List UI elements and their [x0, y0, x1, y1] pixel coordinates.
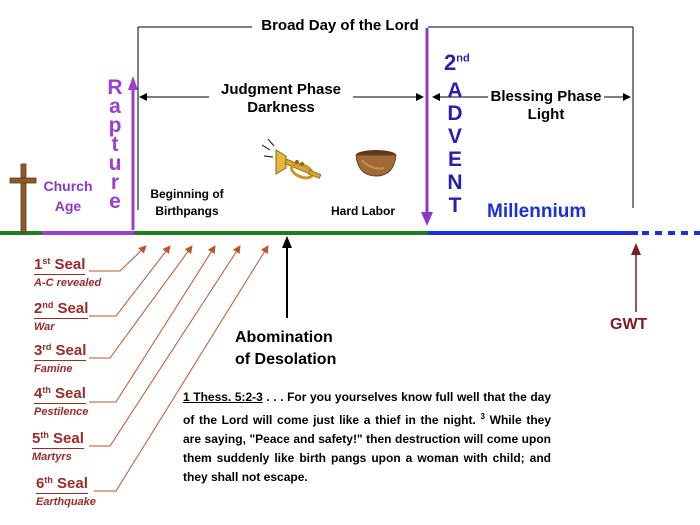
advent-letter: E [447, 148, 462, 171]
gwt-label: GWT [610, 316, 648, 333]
seal-name: 2nd Seal [34, 300, 89, 319]
blessing-phase-label: Blessing Phase Light [490, 88, 602, 123]
advent-letter: A [447, 79, 463, 102]
seal-description: Pestilence [34, 406, 89, 418]
advent-letter: V [447, 125, 462, 148]
seal-description: Earthquake [36, 496, 96, 508]
advent-letter: D [447, 102, 463, 125]
advent-letter: N [447, 171, 463, 194]
rapture-letter: a [109, 95, 121, 118]
abomination-label: Abomination of Desolation [235, 329, 337, 368]
rapture-letter: u [108, 152, 122, 175]
church-age-label: Church Age [43, 178, 93, 214]
cross-icon [9, 163, 37, 233]
rapture-arrow [128, 76, 138, 230]
beginning-birthpangs-label: Beginning of Birthpangs [150, 187, 224, 218]
seal-name: 4th Seal [34, 385, 86, 404]
advent-letter: T [448, 194, 462, 217]
seal-description: Famine [34, 363, 73, 375]
seal-connectors [89, 245, 269, 492]
second-advent-arrow [421, 28, 433, 226]
bowl-icon [355, 150, 397, 177]
abomination-arrow [282, 236, 292, 318]
rapture-letter: p [108, 114, 122, 137]
rapture-letter: r [110, 171, 120, 194]
scripture-verse: 1 Thess. 5:2-3 . . . For you yourselves … [183, 390, 552, 484]
seal-description: Martyrs [32, 451, 72, 463]
rapture-letter: R [107, 76, 123, 99]
rapture-letter: t [111, 133, 119, 156]
trumpet-icon [261, 138, 322, 180]
millennium-label: Millennium [487, 201, 587, 222]
gwt-arrow [631, 243, 641, 312]
seal-name: 3rd Seal [34, 342, 87, 361]
hard-labor-label: Hard Labor [330, 204, 395, 218]
second-advent-number: 2nd [444, 50, 470, 75]
seal-name: 1st Seal [34, 256, 86, 275]
broad-day-bracket [137, 26, 634, 210]
rapture-letter: e [109, 190, 121, 213]
seal-name: 6th Seal [36, 475, 88, 494]
judgment-phase-label: Judgment Phase Darkness [220, 81, 342, 116]
seal-description: War [34, 321, 55, 333]
broad-day-title: Broad Day of the Lord [261, 17, 419, 34]
seal-name: 5th Seal [32, 430, 84, 449]
seal-description: A-C revealed [34, 277, 102, 289]
